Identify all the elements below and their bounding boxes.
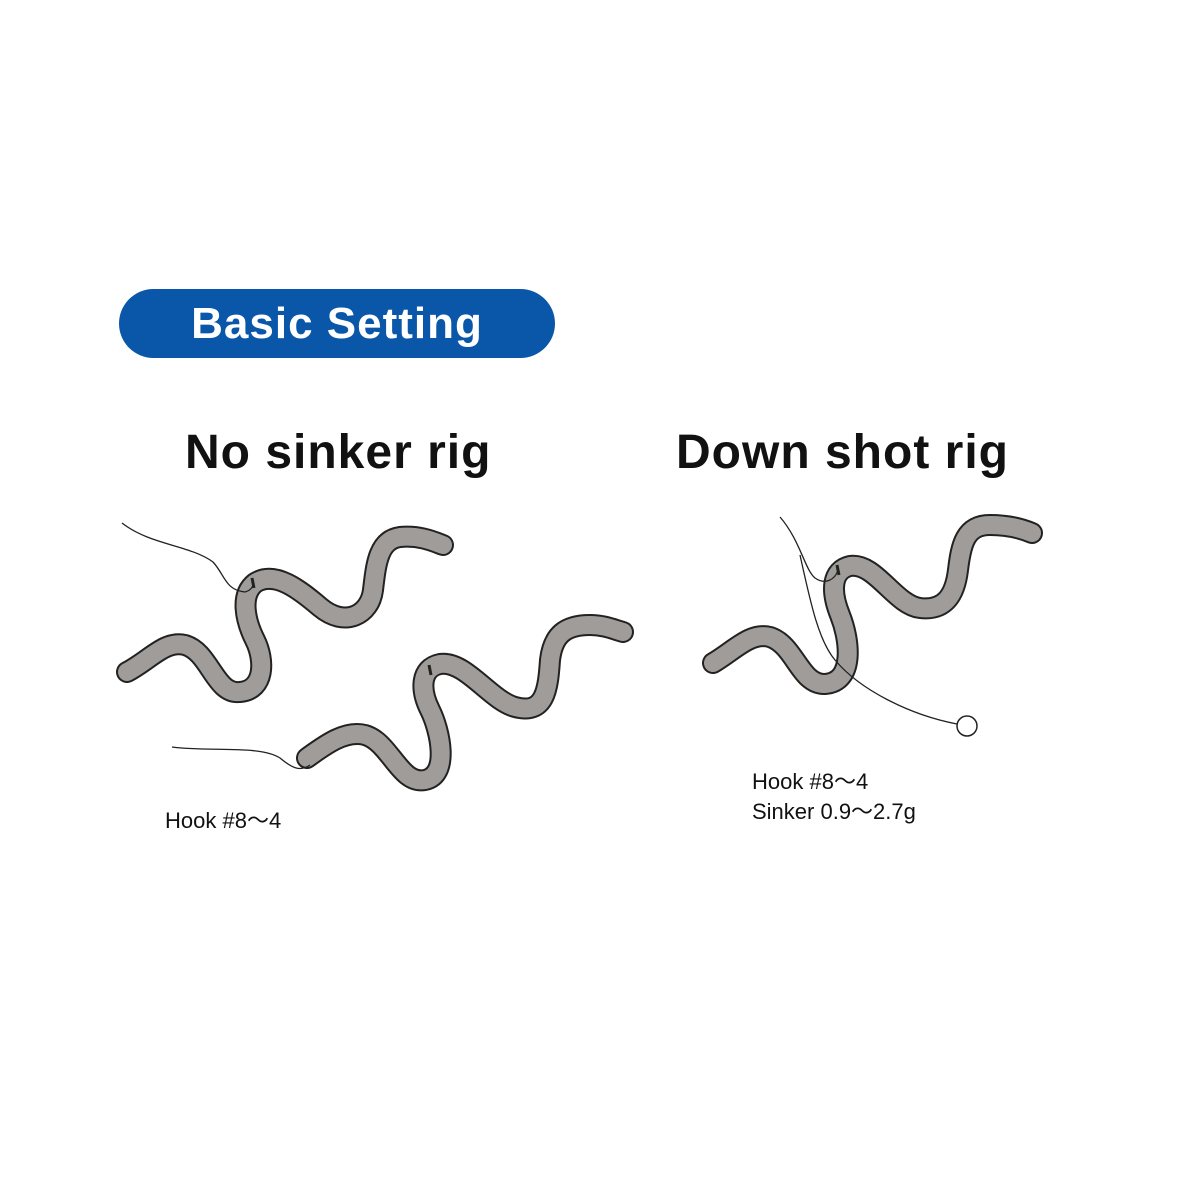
line-2 bbox=[171, 746, 311, 770]
line-4 bbox=[799, 554, 958, 725]
worm-no-sinker-2 bbox=[307, 625, 623, 780]
fishing-lines bbox=[121, 516, 958, 770]
line-3 bbox=[779, 516, 839, 582]
worm-no-sinker-1 bbox=[127, 537, 443, 693]
sinker-icon bbox=[956, 715, 978, 737]
down-shot-sinker-spec: Sinker 0.9～2.7g bbox=[752, 799, 916, 824]
hook-marks bbox=[250, 564, 841, 676]
line-1 bbox=[121, 522, 254, 593]
no-sinker-rig-title: No sinker rig bbox=[185, 426, 492, 479]
no-sinker-hook-spec: Hook #8～4 bbox=[165, 808, 282, 833]
worm-down-shot bbox=[713, 525, 1032, 684]
down-shot-hook-spec: Hook #8～4 bbox=[752, 769, 869, 794]
basic-setting-badge: Basic Setting bbox=[119, 289, 555, 358]
down-shot-rig-title: Down shot rig bbox=[676, 426, 1009, 479]
